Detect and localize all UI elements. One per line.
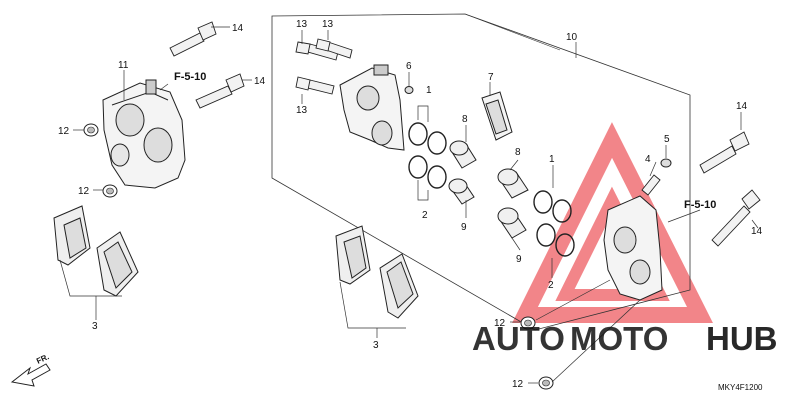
callout-14-c: 14 xyxy=(736,101,748,112)
callout-2-b: 2 xyxy=(548,280,554,291)
bleeder-4 xyxy=(641,174,661,196)
pad-spring-7 xyxy=(481,91,513,141)
callout-12-b: 12 xyxy=(78,186,90,197)
washer-12-right-b xyxy=(538,376,554,390)
washer-12-left-a xyxy=(83,123,99,137)
callout-4: 4 xyxy=(645,154,651,165)
callout-13-a: 13 xyxy=(296,19,308,30)
callout-labels: 14 14 11 12 12 3 13 13 13 6 1 2 8 9 7 8 … xyxy=(58,19,763,390)
bolt-14-left-mid xyxy=(195,73,245,109)
callout-12-a: 12 xyxy=(58,126,70,137)
watermark-logo: AUTO MOTO HUB xyxy=(472,320,778,357)
callout-14-a: 14 xyxy=(232,23,244,34)
bolt-13-c xyxy=(295,76,335,95)
washer-12-right-a xyxy=(520,316,536,330)
callout-9-b: 9 xyxy=(516,254,522,265)
callout-14-d: 14 xyxy=(751,226,763,237)
brake-pad-3-center xyxy=(335,225,419,319)
watermark-part-3: HUB xyxy=(706,320,778,357)
callout-14-b: 14 xyxy=(254,76,266,87)
bolt-14-right-top xyxy=(699,131,750,174)
caliper-half-right xyxy=(603,195,663,301)
reference-label-right: F-5-10 xyxy=(684,199,716,211)
callout-1-b: 1 xyxy=(549,154,555,165)
seals-center xyxy=(408,122,447,189)
callout-8-b: 8 xyxy=(515,147,521,158)
bolt-13-b xyxy=(315,38,353,59)
callout-10: 10 xyxy=(566,32,578,43)
callout-13-c: 13 xyxy=(296,105,308,116)
pistons-right xyxy=(497,168,529,239)
watermark-part-2: MOTO xyxy=(570,320,668,357)
callout-1-a: 1 xyxy=(426,85,432,96)
seals-right xyxy=(533,190,575,257)
callout-5: 5 xyxy=(664,134,670,145)
bolt-13-a xyxy=(295,41,339,61)
callout-12-c: 12 xyxy=(494,318,506,329)
callout-3-b: 3 xyxy=(373,340,379,351)
diagram-code: MKY4F1200 xyxy=(718,383,763,392)
bleeder-cap-6 xyxy=(404,86,414,94)
caliper-half-center xyxy=(339,64,405,151)
callout-6: 6 xyxy=(406,61,412,72)
caliper-body-11 xyxy=(102,79,186,189)
front-direction-arrow: FR. xyxy=(10,352,51,387)
cap-5 xyxy=(660,158,672,168)
watermark-part-1: AUTO xyxy=(472,320,565,357)
bolt-14-right-mid xyxy=(711,189,761,247)
callout-7: 7 xyxy=(488,72,494,83)
callout-9-a: 9 xyxy=(461,222,467,233)
callout-3-a: 3 xyxy=(92,321,98,332)
callout-2-a: 2 xyxy=(422,210,428,221)
leader-lines xyxy=(59,26,759,384)
bolt-14-left-top xyxy=(169,21,217,57)
washer-12-left-b xyxy=(102,184,118,198)
front-label: FR. xyxy=(35,352,50,366)
brake-pad-3-left xyxy=(53,205,139,297)
callout-13-b: 13 xyxy=(322,19,334,30)
callout-11: 11 xyxy=(118,60,129,71)
callout-12-d: 12 xyxy=(512,379,524,390)
callout-8-a: 8 xyxy=(462,114,468,125)
reference-label-left: F-5-10 xyxy=(174,71,206,83)
pistons-center xyxy=(448,140,477,205)
